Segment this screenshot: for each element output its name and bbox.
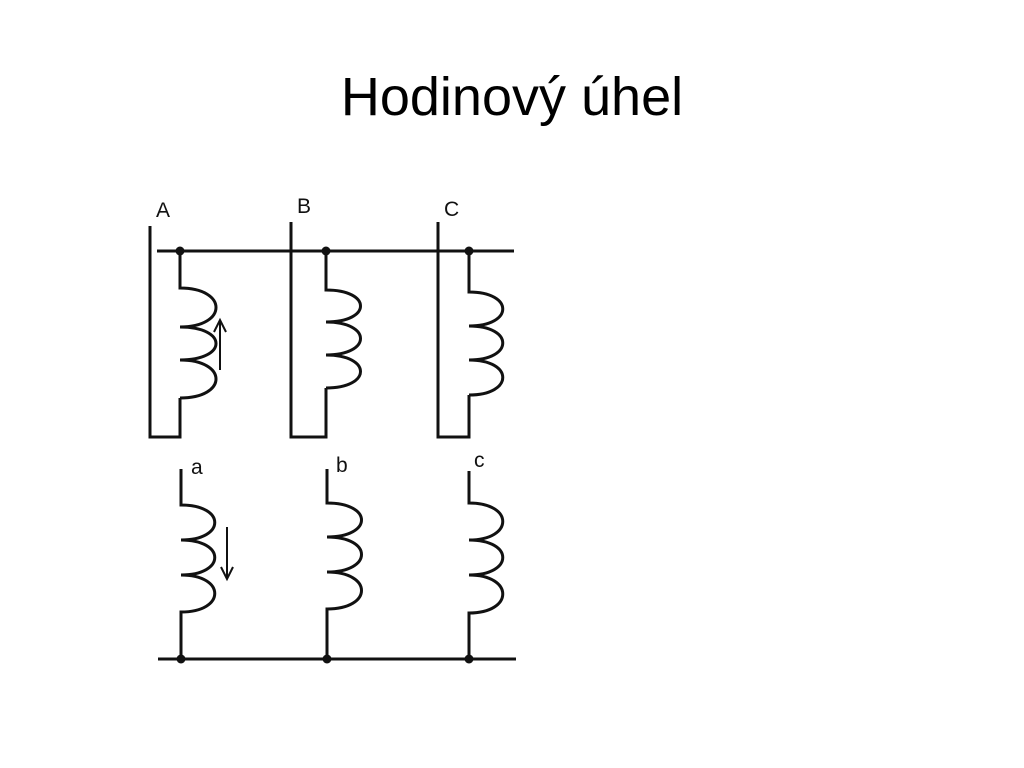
primary-node-c xyxy=(464,246,474,256)
primary-coil-b xyxy=(324,251,362,390)
primary-core-frame-c xyxy=(436,222,471,439)
primary-label-a: A xyxy=(156,199,170,222)
secondary-coil-c xyxy=(467,471,505,659)
primary-winding-c: C xyxy=(436,198,505,439)
secondary-node-c xyxy=(464,654,474,664)
primary-core-frame-b xyxy=(289,222,328,439)
secondary-label-b: b xyxy=(336,454,348,477)
secondary-node-a xyxy=(176,654,186,664)
primary-core-frame-a xyxy=(148,226,182,439)
secondary-label-c: c xyxy=(474,449,485,472)
secondary-winding-c: c xyxy=(464,449,505,664)
secondary-coil-a xyxy=(179,469,217,659)
primary-coil-c xyxy=(467,251,505,397)
primary-winding-b: B xyxy=(289,195,362,439)
down-arrow-icon xyxy=(220,527,234,582)
secondary-winding-b: b xyxy=(322,454,363,664)
primary-winding-a: A xyxy=(148,199,227,439)
secondary-coil-b xyxy=(325,469,363,659)
secondary-node-b xyxy=(322,654,332,664)
primary-node-a xyxy=(175,246,185,256)
primary-label-b: B xyxy=(297,195,311,218)
primary-coil-a xyxy=(178,251,218,400)
slide-title: Hodinový úhel xyxy=(340,67,684,127)
primary-label-c: C xyxy=(444,198,459,221)
secondary-winding-a: a xyxy=(176,456,234,664)
secondary-label-a: a xyxy=(191,456,203,479)
up-arrow-icon xyxy=(213,317,227,370)
primary-node-b xyxy=(321,246,331,256)
